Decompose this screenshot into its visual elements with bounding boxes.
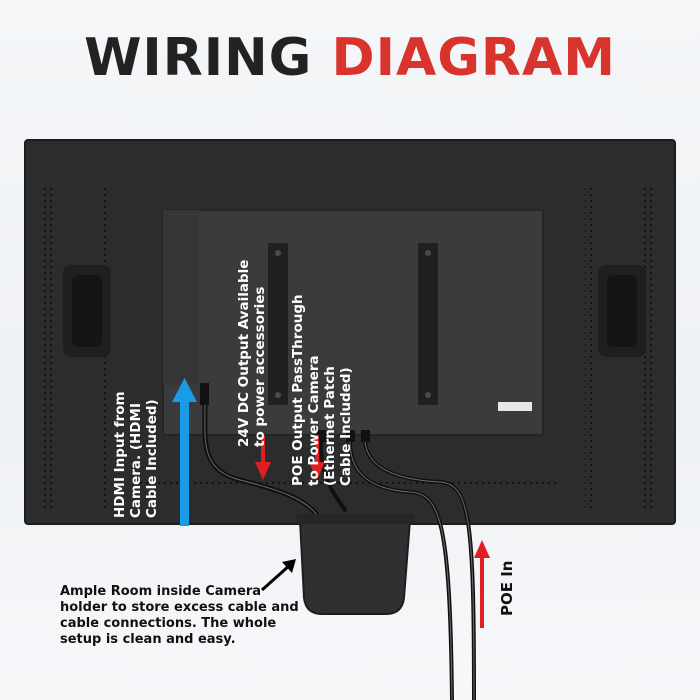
vent-grid-bottom [140, 480, 560, 488]
title-wiring: WIRING [84, 28, 313, 88]
poe-output-label: POE Output PassThrough to Power Camera (… [290, 294, 354, 486]
mount-bracket-left [268, 243, 288, 405]
hdmi-port [200, 383, 209, 405]
dc-output-label: 24V DC Output Available to power accesso… [236, 259, 268, 447]
camera-holder-note: Ample Room inside Camera holder to store… [60, 584, 299, 647]
poe-in-label: POE In [498, 560, 516, 616]
camera-holder [298, 519, 412, 615]
cables [202, 402, 476, 700]
vent-grid-right-inner [585, 188, 595, 508]
poe-port-2 [346, 430, 355, 442]
handle-left [63, 265, 111, 357]
hdmi-input-label: HDMI Input from Camera. (HDMI Cable Incl… [112, 391, 160, 518]
vent-grid-right-outer [642, 188, 654, 508]
vent-grid-left-outer [44, 188, 56, 508]
spec-sticker [498, 402, 532, 411]
hdmi-arrow-up-icon [172, 378, 197, 526]
page-title: WIRING DIAGRAM [0, 28, 700, 88]
poe-port-3 [361, 430, 370, 442]
pointer-arrow-icon [261, 559, 296, 592]
poe-arrow-down-icon [309, 435, 325, 480]
handle-right [598, 265, 646, 357]
poe-port-1 [317, 430, 326, 442]
camera-holder-top [296, 514, 414, 524]
dc-arrow-down-icon [255, 435, 271, 480]
poe-in-arrow-up-icon [474, 540, 490, 628]
mount-bracket-right [418, 243, 438, 405]
control-box-port-strip [163, 210, 199, 385]
title-diagram: DIAGRAM [331, 28, 616, 88]
